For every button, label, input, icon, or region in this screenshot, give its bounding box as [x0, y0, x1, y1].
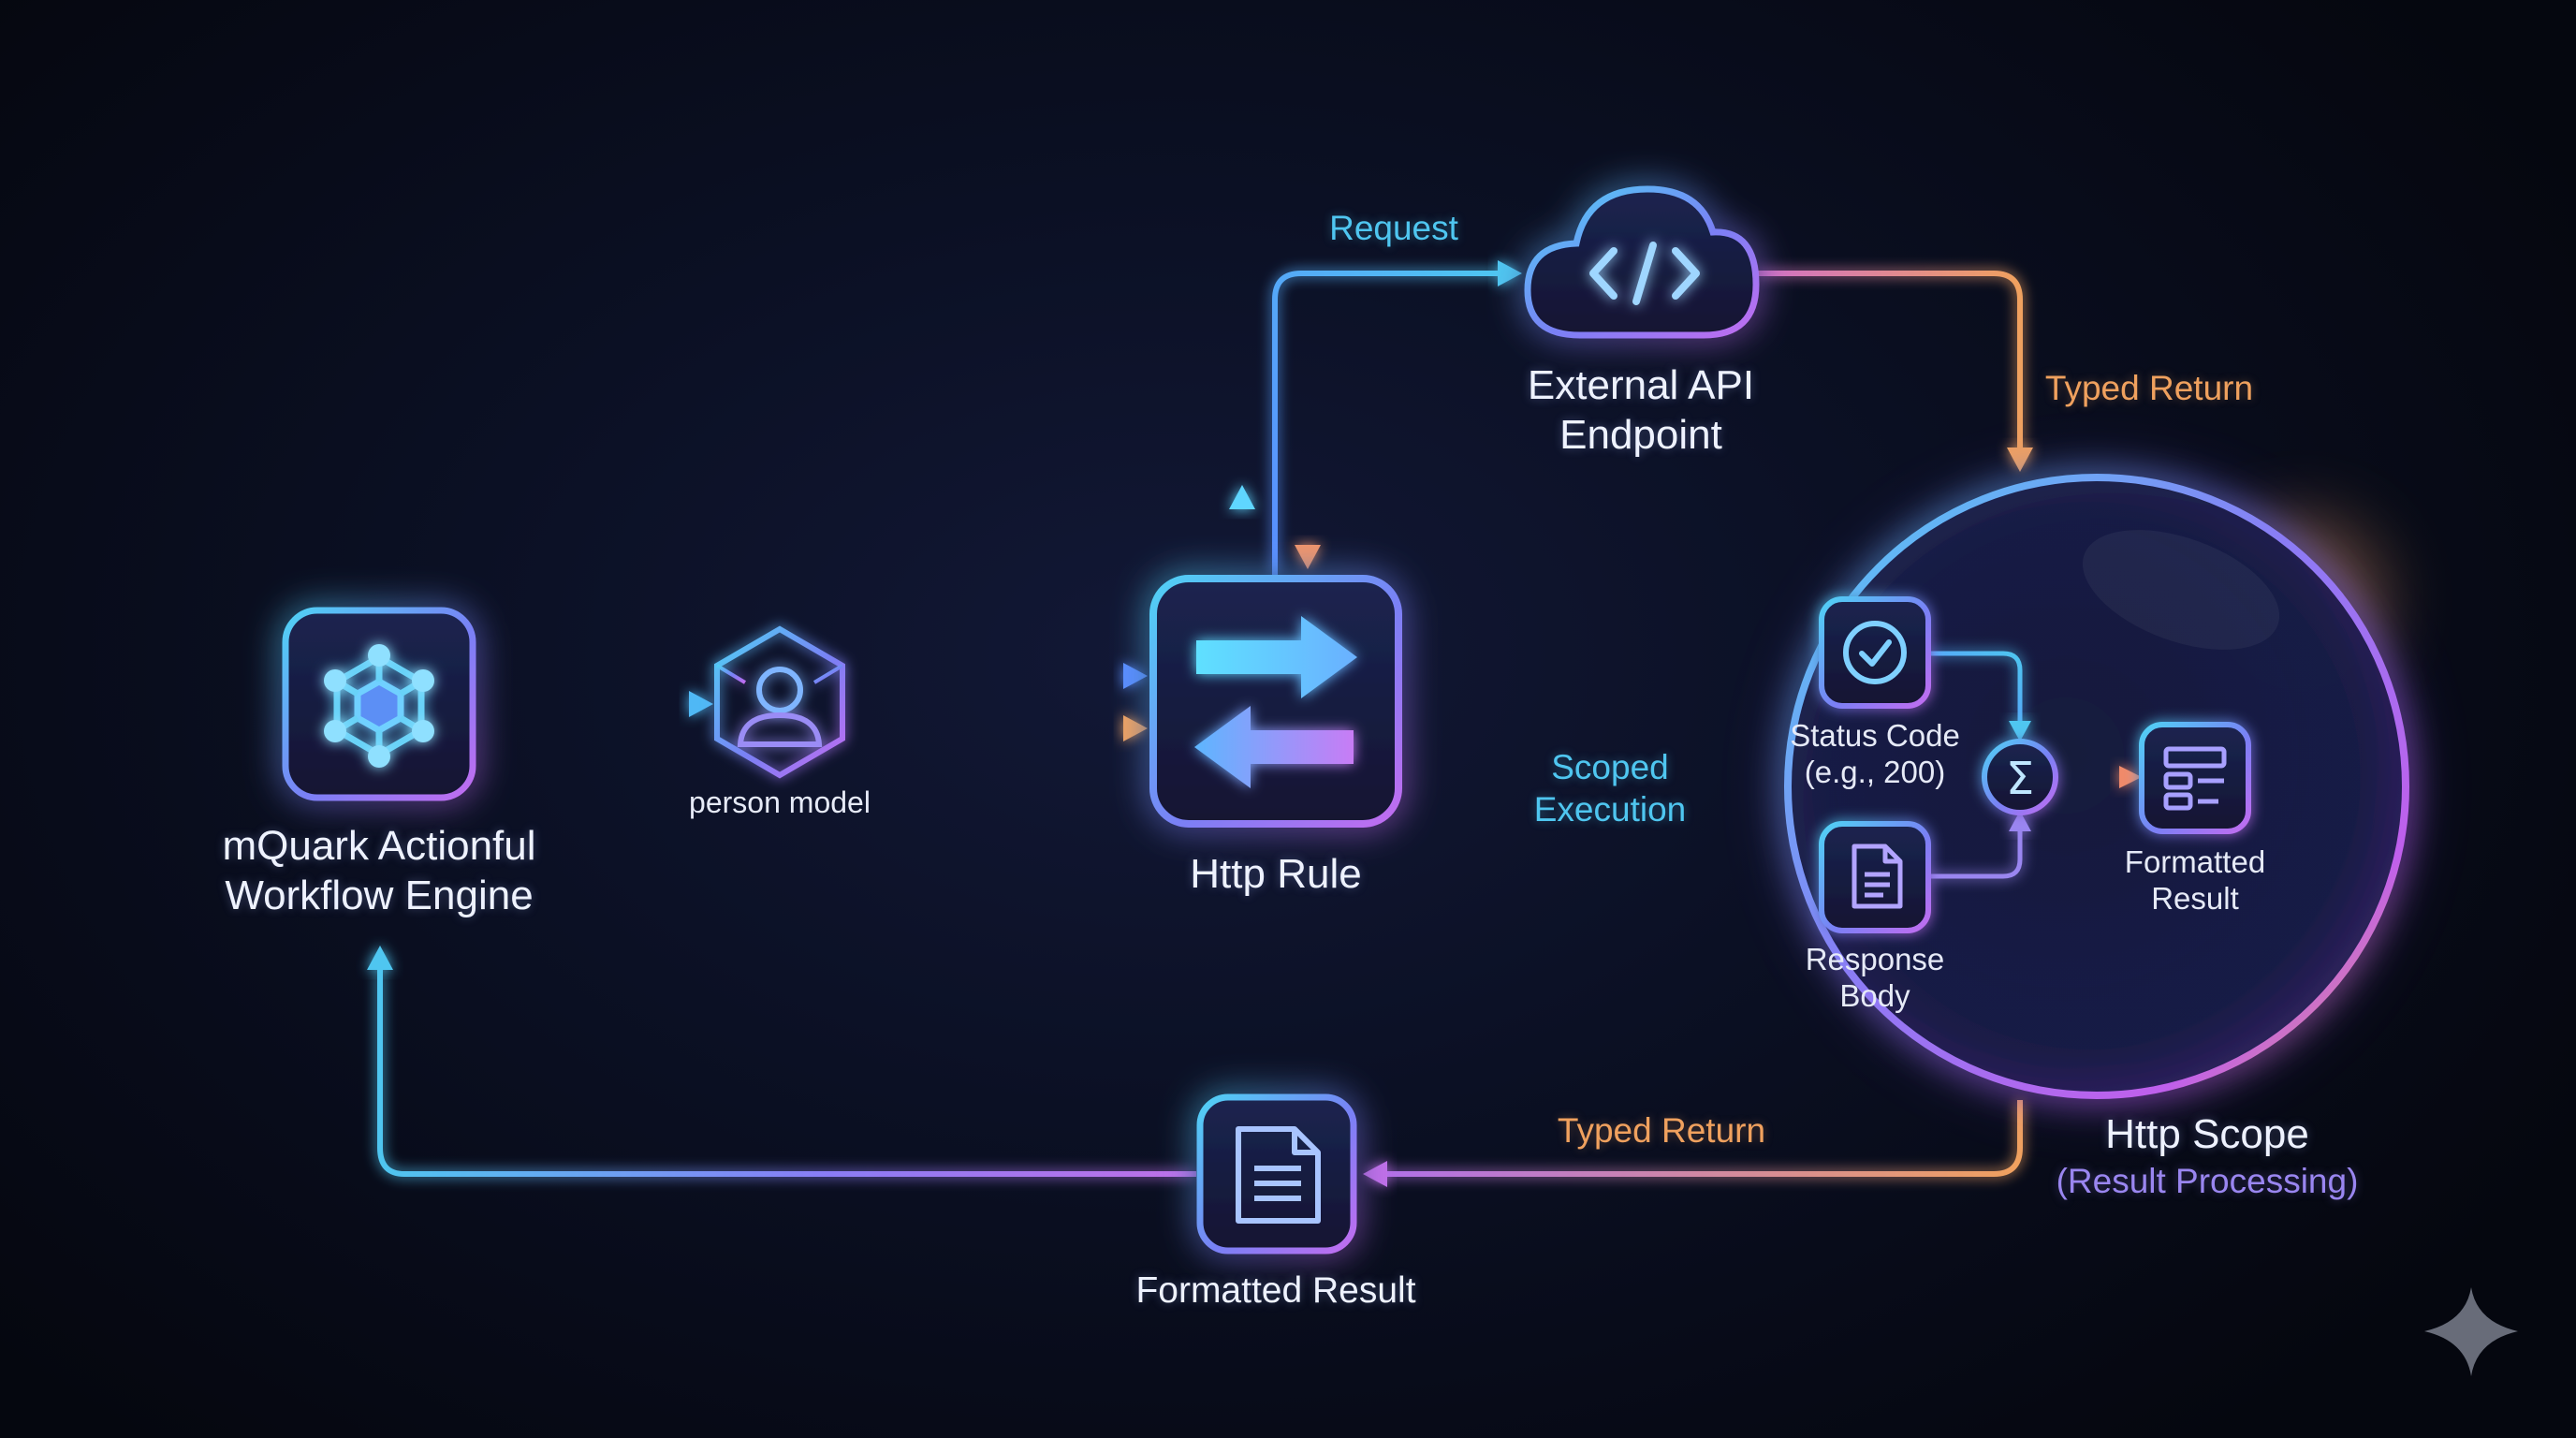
http-rule-node	[1149, 575, 1402, 828]
arrowhead	[1229, 485, 1255, 509]
http-scope-subtitle: (Result Processing)	[2056, 1162, 2359, 1200]
inner-edge-status-to-sum	[1928, 651, 2023, 721]
scoped-execution-label: Scoped Execution	[1533, 748, 1687, 829]
edge-typed-return-top	[1755, 271, 2023, 448]
sum-symbol: Σ	[2006, 753, 2034, 805]
http-scope-sphere	[1784, 474, 2409, 1099]
document-icon	[1852, 844, 1903, 909]
status-code-node	[1819, 596, 1931, 709]
person-model-node	[714, 625, 845, 779]
layout-list-icon	[2163, 746, 2227, 811]
typed-return-bottom-label: Typed Return	[1557, 1111, 1766, 1150]
formatted-result-inner-label: Formatted Result	[2124, 844, 2266, 916]
external-api-label: External API Endpoint	[1527, 362, 1755, 458]
external-api-node	[1524, 185, 1760, 339]
arrowhead	[1295, 545, 1321, 569]
arrowhead	[2007, 448, 2033, 472]
arrowhead	[1123, 663, 1148, 689]
arrowhead	[689, 691, 713, 717]
sparkle-star-icon	[2424, 1287, 2518, 1376]
arrowhead	[1363, 1161, 1387, 1187]
cloud-code-icon	[1589, 242, 1700, 305]
engine-node	[282, 607, 476, 801]
formatted-result-inner-node	[2139, 722, 2251, 834]
arrowhead	[1498, 260, 1522, 286]
check-circle-icon	[1843, 621, 1907, 684]
typed-return-top-label: Typed Return	[2044, 369, 2254, 407]
formatted-result-node	[1196, 1093, 1357, 1255]
formatted-result-label: Formatted Result	[1135, 1270, 1416, 1311]
engine-label: mQuark Actionful Workflow Engine	[222, 823, 536, 918]
person-model-label: person model	[689, 785, 871, 819]
edge-request	[1272, 271, 1498, 575]
arrowhead	[2009, 811, 2031, 831]
response-body-label: Response Body	[1805, 942, 1945, 1013]
response-body-node	[1819, 821, 1931, 933]
http-scope-title: Http Scope	[2105, 1111, 2309, 1157]
sum-node: Σ	[1982, 739, 2058, 815]
arrowhead	[367, 946, 393, 970]
inner-edge-body-to-sum	[1928, 831, 2023, 879]
edge-typed-return-bottom	[1385, 1100, 2023, 1177]
status-code-label: Status Code (e.g., 200)	[1790, 718, 1960, 789]
edge-result-to-engine	[377, 970, 1196, 1177]
arrowhead	[2119, 766, 2142, 788]
arrowhead	[2009, 721, 2031, 741]
http-rule-label: Http Rule	[1190, 851, 1362, 897]
arrowhead	[1123, 715, 1148, 741]
document-icon	[1236, 1126, 1321, 1224]
person-cube-icon	[714, 625, 845, 779]
request-label: Request	[1329, 209, 1458, 247]
exchange-arrows-icon	[1194, 616, 1357, 788]
